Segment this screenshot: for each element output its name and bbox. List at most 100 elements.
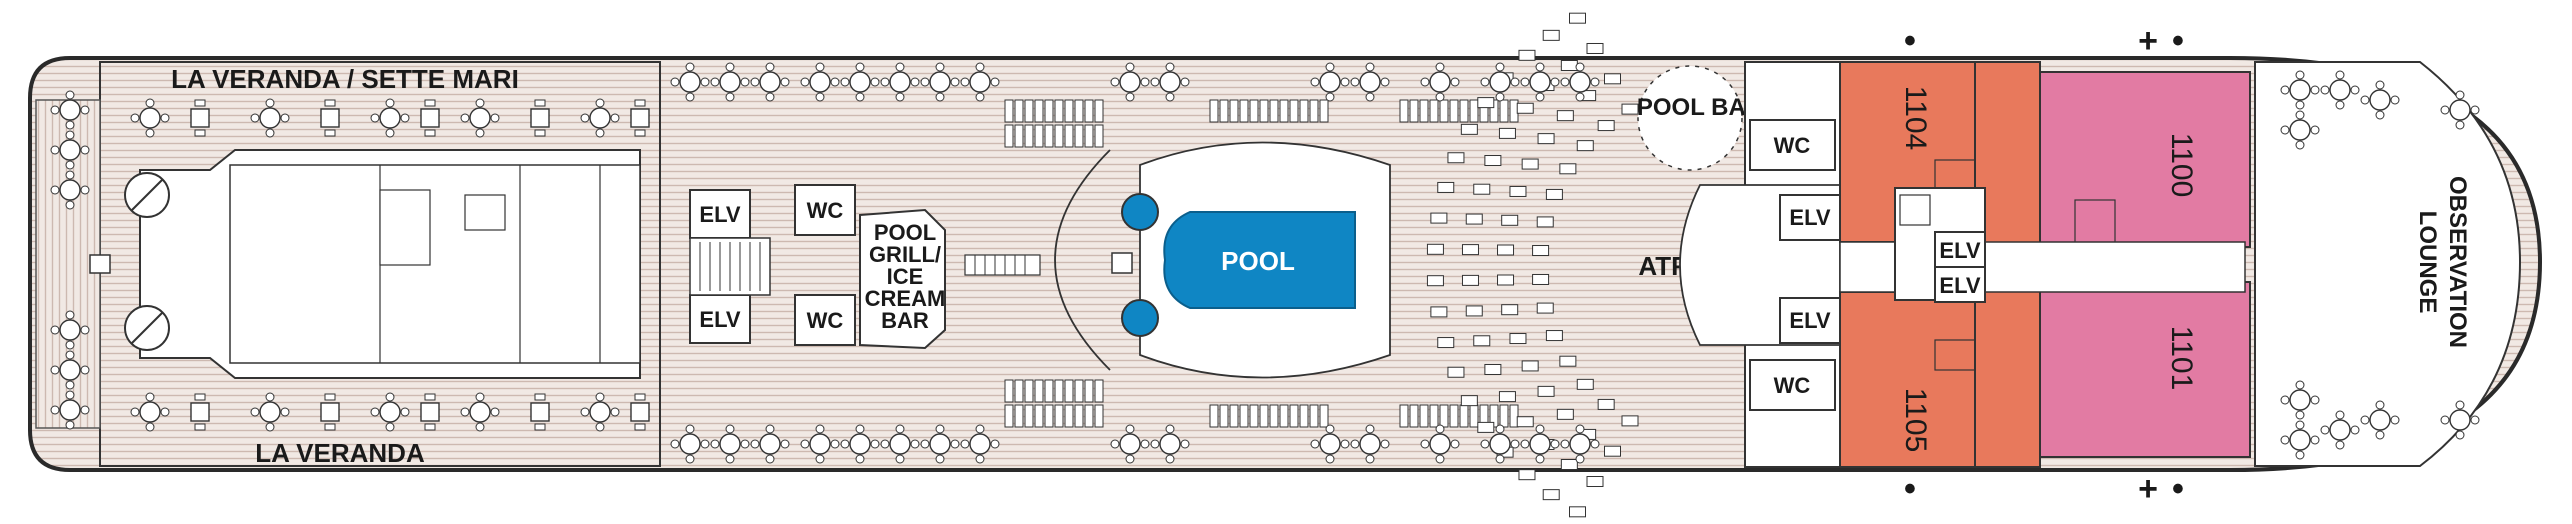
sun-lounger <box>1439 99 1449 123</box>
sun-lounger <box>1084 99 1094 123</box>
pool-label: POOL <box>1221 246 1295 276</box>
sun-lounger <box>1074 404 1084 428</box>
sun-lounger <box>1209 99 1219 123</box>
sun-lounger <box>1309 404 1319 428</box>
amphitheatre-seat <box>1477 97 1495 109</box>
elevator-aft-top-label: ELV <box>699 202 740 227</box>
whirlpool-bottom <box>1121 299 1159 337</box>
sun-lounger <box>1419 99 1429 123</box>
amphitheatre-seat <box>1518 469 1536 481</box>
sun-lounger <box>1469 99 1479 123</box>
sun-lounger <box>1034 404 1044 428</box>
elevator-forward-left-bottom-label: ELV <box>1789 308 1830 333</box>
sun-lounger <box>1034 99 1044 123</box>
amphitheatre-seat <box>1498 391 1516 403</box>
amphitheatre-seat <box>1465 213 1483 225</box>
pool-grill-label-1: POOL <box>874 220 936 245</box>
amphitheatre-seat <box>1569 506 1586 518</box>
amphitheatre-seat <box>1509 333 1527 345</box>
pool-bar-counter <box>1637 65 1743 171</box>
wc-aft-top <box>794 184 856 236</box>
amphitheatre-seat <box>1621 103 1639 115</box>
sun-lounger <box>1054 99 1064 123</box>
amphitheatre-seat <box>1569 12 1586 24</box>
observation-lounge-label-1: OBSERVATION <box>2444 176 2471 348</box>
sun-lounger <box>1449 404 1459 428</box>
elevator-forward-right-top <box>1934 231 1986 268</box>
sun-lounger <box>1269 404 1279 428</box>
sun-lounger <box>1004 124 1014 148</box>
sun-lounger <box>1044 404 1054 428</box>
amphitheatre-seat <box>1461 244 1479 256</box>
sun-lounger <box>1034 379 1044 403</box>
sun-lounger <box>1269 99 1279 123</box>
amphitheatre-seat <box>1460 395 1478 407</box>
wc-aft-bottom-label: WC <box>807 308 844 333</box>
wc-aft-top-label: WC <box>807 198 844 223</box>
sun-lounger <box>1439 404 1449 428</box>
amphitheatre-seat <box>1542 29 1560 41</box>
amphitheatre-seat <box>1516 416 1534 428</box>
sun-lounger <box>1409 99 1419 123</box>
amphitheatre-seat <box>1473 335 1491 347</box>
sun-lounger <box>1259 404 1269 428</box>
sun-lounger <box>1509 404 1519 428</box>
sun-lounger <box>1024 124 1034 148</box>
sun-lounger <box>1289 404 1299 428</box>
sun-lounger <box>1249 404 1259 428</box>
pool-loungers-bottom <box>1004 379 1519 428</box>
amphitheatre-seat <box>1532 273 1550 285</box>
sun-lounger <box>1449 99 1459 123</box>
amphitheatre-seat <box>1465 305 1483 317</box>
marker-plus-top: + <box>2138 22 2158 60</box>
wc-aft-bottom <box>794 294 856 346</box>
pool-grill-label-5: BAR <box>881 308 929 333</box>
amphitheatre-seat <box>1426 243 1444 255</box>
pool <box>1163 211 1356 309</box>
amphitheatre-seat <box>1556 408 1574 420</box>
sun-lounger <box>1014 379 1024 403</box>
sun-lounger <box>1024 99 1034 123</box>
sun-lounger <box>1014 124 1024 148</box>
sun-lounger <box>1064 379 1074 403</box>
cabin-1101 <box>2039 281 2251 458</box>
amphitheatre-seat <box>1559 355 1577 367</box>
amphitheatre-seat <box>1497 244 1515 256</box>
wc-forward-bottom <box>1749 359 1836 411</box>
amphitheatre-seat <box>1498 127 1516 139</box>
amphitheatre-seat <box>1521 360 1539 372</box>
sun-lounger <box>1399 99 1409 123</box>
sun-lounger <box>1064 99 1074 123</box>
amphitheatre-seat <box>1586 476 1604 488</box>
sun-lounger <box>1094 99 1104 123</box>
sun-lounger <box>1024 379 1034 403</box>
sun-lounger <box>1279 99 1289 123</box>
sun-lounger <box>1229 404 1239 428</box>
sun-lounger <box>1024 404 1034 428</box>
amphitheatre-seat <box>1586 42 1604 54</box>
pool-grill-bar <box>859 208 946 350</box>
wc-forward-top-label: WC <box>1774 133 1811 158</box>
amphitheatre-seat <box>1542 489 1560 501</box>
amphitheatre-seat <box>1536 302 1554 314</box>
pool-grill-label-2: GRILL/ <box>869 242 941 267</box>
amphitheatre-seat <box>1501 304 1519 316</box>
sun-lounger <box>1459 99 1469 123</box>
pool-deck-stairs <box>964 254 1041 276</box>
sun-lounger <box>1004 379 1014 403</box>
sun-lounger <box>1239 99 1249 123</box>
sun-lounger <box>1499 99 1509 123</box>
amphitheatre-seat <box>1430 306 1448 318</box>
sun-lounger <box>1054 124 1064 148</box>
elevator-forward-left-top-label: ELV <box>1789 205 1830 230</box>
elevator-forward-right-bottom-label: ELV <box>1939 273 1980 298</box>
sun-lounger <box>1299 404 1309 428</box>
amphitheatre-seat <box>1536 216 1554 228</box>
amphitheatre-seat <box>1556 110 1574 122</box>
elevator-forward-right-bottom <box>1934 266 1986 303</box>
sun-lounger <box>1074 99 1084 123</box>
pool-bar-label: POOL BAR <box>1637 94 1763 121</box>
amphitheatre-seat <box>1477 421 1495 433</box>
sun-lounger <box>1209 404 1219 428</box>
sun-lounger <box>1409 404 1419 428</box>
